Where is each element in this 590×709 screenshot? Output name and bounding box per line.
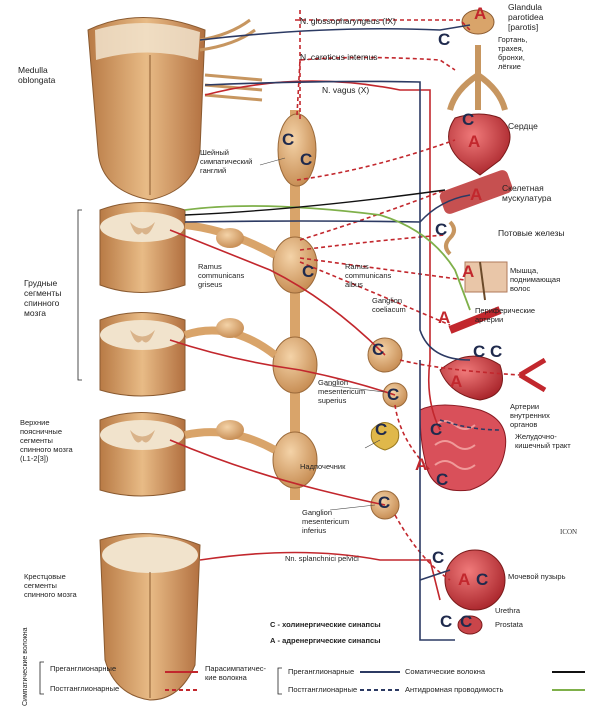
ganglion-mes-inf-label: Ganglion mesentericum inferius [302, 508, 350, 535]
synapse-a-marker: A [450, 372, 463, 391]
synapse-a-marker: A [468, 132, 481, 151]
visceral-artery [518, 357, 547, 393]
synapse-c-marker: C [302, 262, 315, 281]
adrenal-label: Надпочечник [300, 462, 346, 471]
skeletal-muscle [439, 170, 513, 214]
adrenal-gland [370, 422, 400, 451]
synapse-a-marker: A [415, 455, 428, 474]
legend-antidromic: Антидромная проводимость [405, 685, 504, 694]
synapse-c-marker: C [282, 130, 295, 149]
publisher-logo: ICON [560, 528, 578, 536]
cervical-ganglion-label: Шейный симпатический ганглий [200, 148, 253, 175]
ramus-griseus-label: Ramus communicans griseus [198, 262, 245, 289]
skeletal-label: Скелетная мускулатура [502, 183, 552, 203]
skin-hair [464, 261, 508, 293]
synapse-c-marker: C [430, 420, 443, 439]
lumbar-cord [99, 412, 186, 497]
synapse-c-marker: C [387, 385, 400, 404]
synapse-c-marker: C [438, 30, 451, 49]
synapse-a-marker: A [474, 4, 487, 23]
synapse-c-marker: C [440, 612, 453, 631]
caroticus-label: N. caroticus internus [300, 52, 378, 62]
synapse-a-marker: A [470, 185, 483, 204]
synapse-a-marker: A [462, 262, 475, 281]
stomach [439, 355, 503, 401]
visceral-arteries-label: Артерии внутренних органов [510, 402, 550, 429]
synapse-c-marker: C [372, 340, 385, 359]
thoracic-segments-label: Грудные сегменты спинного мозга [24, 278, 62, 318]
thoracic-cord-2 [99, 312, 186, 397]
parotid-gland [461, 9, 495, 35]
prostate [457, 615, 483, 635]
gi-tract-label: Желудочно- кишечный тракт [515, 432, 571, 450]
synapse-c-marker: C [375, 420, 388, 439]
legend-pre-para: Преганглионарные [288, 667, 355, 676]
synapse-c-marker: C [436, 470, 449, 489]
thoracic-cord-1 [99, 202, 186, 293]
synapse-c-marker: C [300, 150, 313, 169]
peripheral-artery [448, 306, 502, 334]
ramus-albus-label: Ramus communicans albus [345, 262, 392, 289]
heart-label: Сердце [508, 121, 538, 131]
sacral-cord [99, 533, 201, 701]
legend-pre-sym: Преганглионарные [50, 664, 117, 673]
urethra-label: Urethra [495, 606, 521, 615]
synapse-c-marker: C [490, 342, 503, 361]
synapse-a-marker: A [458, 570, 471, 589]
splanchnici-label: Nn. splanchnici pelvici [285, 554, 359, 563]
bladder-label: Мочевой пузырь [508, 572, 566, 581]
arrector-label: Мышца, поднимающая волос [510, 266, 561, 293]
sacral-segments-label: Крестцовые сегменты спинного мозга [24, 572, 77, 599]
synapse-c-marker: C [462, 110, 475, 129]
synapse-c-marker: C [473, 342, 486, 361]
larynx-label: Гортань, трахея, бронхи, лёгкие [498, 35, 528, 71]
synapse-c-marker: C [460, 612, 473, 631]
vagus-label: N. vagus (X) [322, 85, 370, 95]
intestines [419, 404, 507, 492]
synapse-c-marker: C [432, 548, 445, 567]
prostata-label: Prostata [495, 620, 523, 629]
synapse-c-marker: C [476, 570, 489, 589]
lumbar-segments-label: Верхние поясничные сегменты спинного моз… [20, 418, 73, 463]
legend-parasym: Парасимпатичес- кие волокна [205, 664, 267, 682]
sweat-label: Потовые железы [498, 228, 565, 238]
synapse-a-marker: A [438, 308, 451, 327]
legend-post-sym: Постганглионарные [50, 684, 120, 693]
synapse-c-marker: C [435, 220, 448, 239]
glossopharyngeus-label: N. glossopharyngeus (IX) [300, 16, 396, 26]
larynx-trachea [447, 45, 508, 111]
legend-somatic: Соматические волокна [405, 667, 486, 676]
peripheral-arteries-label: Периферические артерии [475, 306, 536, 324]
legend-sympathetic-label: Симпатические волокна [22, 627, 29, 706]
medulla-label: Medulla oblongata [18, 65, 56, 85]
synapse-c-marker: C [378, 493, 391, 512]
ganglion-coeliacum-label: Ganglion coeliacum [372, 296, 406, 314]
ganglion-mes-sup-label: Ganglion mesentericum superius [318, 378, 366, 405]
medulla-oblongata [87, 17, 206, 201]
c-synapse-label: С - холинергические синапсы [270, 620, 381, 629]
legend-post-para: Постганглионарные [288, 685, 358, 694]
sweat-gland [444, 220, 456, 256]
urinary-bladder [444, 549, 506, 611]
parotid-label: Glandula parotidea [parotis] [508, 2, 544, 32]
a-synapse-label: А - адренергические синапсы [270, 636, 381, 645]
